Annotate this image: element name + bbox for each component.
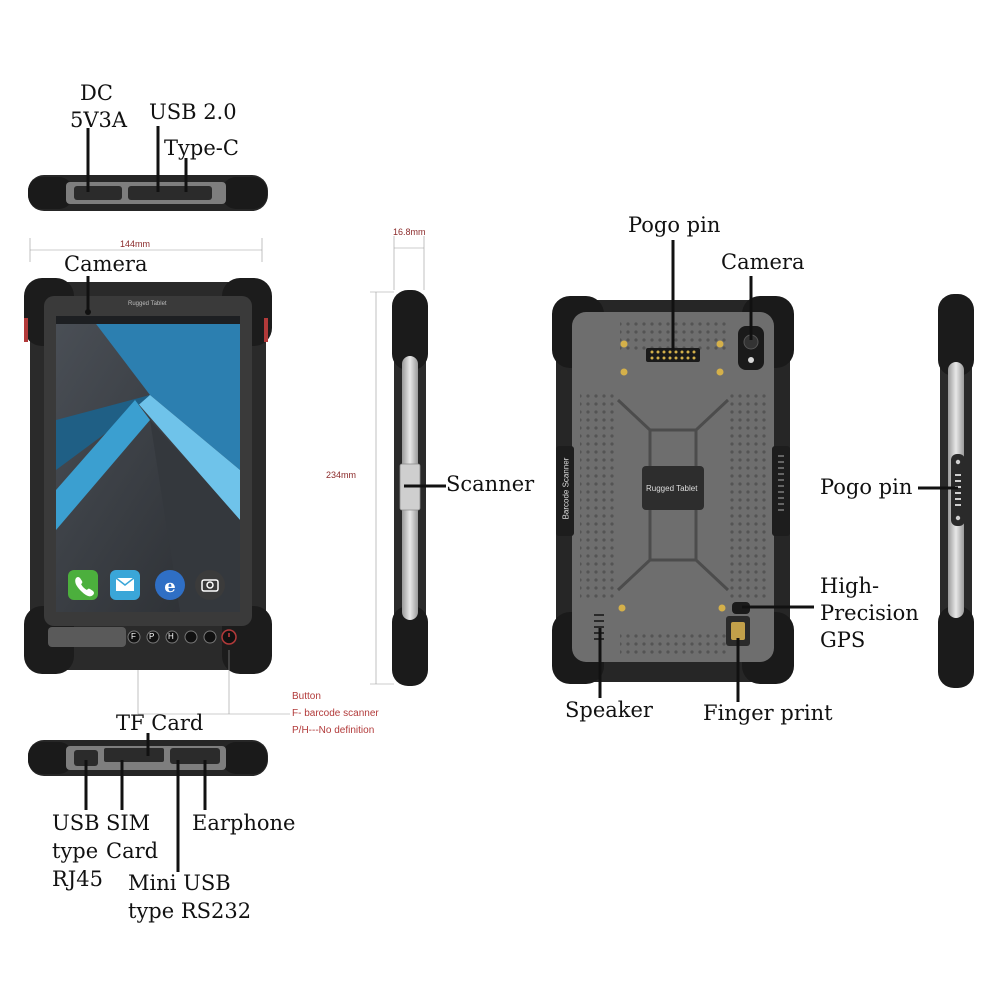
p-button — [146, 630, 160, 644]
dc-label-line1: DC — [80, 81, 113, 105]
width-dimension: 144mm — [120, 239, 151, 249]
button-note-ph: P/H---No definition — [292, 725, 375, 736]
thickness-dimension: 16.8mm — [393, 227, 426, 237]
h-button — [165, 630, 179, 644]
tf-sim-slot — [104, 748, 164, 762]
front-camera-label: Camera — [64, 252, 148, 276]
dc-port — [74, 186, 122, 200]
gps-module — [732, 602, 750, 614]
mini-usb-label-line1: Mini USB — [128, 871, 231, 895]
side-pogo-connector — [951, 454, 965, 526]
right-side-view — [918, 294, 974, 688]
front-brand-text: Rugged Tablet — [128, 301, 167, 307]
earphone-label: Earphone — [192, 811, 296, 835]
volume-down-button — [184, 630, 198, 644]
height-dimension: 234mm — [326, 470, 357, 480]
gps-label-line1: High- — [820, 574, 880, 598]
sim-label-line2: Card — [106, 839, 159, 863]
speaker-label: Speaker — [565, 698, 653, 722]
mini-usb-label-line2: type RS232 — [128, 899, 252, 923]
back-view — [552, 240, 814, 702]
usb-port — [128, 186, 212, 200]
back-logo-text: Rugged Tablet — [646, 484, 698, 493]
tf-card-label: TF Card — [116, 711, 204, 735]
side-view — [370, 236, 446, 686]
phone-icon — [68, 570, 98, 600]
side-pogo-label: Pogo pin — [820, 475, 913, 499]
fingerprint-label: Finger print — [703, 701, 833, 725]
back-logo-plate — [642, 466, 704, 510]
top-edge-view — [28, 126, 268, 211]
rs232-earphone-ports — [170, 748, 220, 764]
button-note-title: Button — [292, 691, 321, 702]
browser-icon — [155, 570, 185, 600]
usb20-label: USB 2.0 — [149, 100, 237, 124]
button-note-f: F- barcode scanner — [292, 708, 379, 719]
svg-text:e: e — [164, 576, 175, 597]
dc-label-line2: 5V3A — [70, 108, 128, 132]
back-camera-label: Camera — [721, 250, 805, 274]
back-pogo-label: Pogo pin — [628, 213, 721, 237]
camera-app-icon — [195, 570, 225, 600]
p-button-label: P — [149, 632, 155, 641]
front-view: e — [24, 238, 290, 715]
usb-rj45-label-line2: type — [52, 839, 99, 863]
h-button-label: H — [168, 632, 174, 641]
barcode-scanner-side-text: Barcode Scanner — [561, 457, 571, 520]
f-button-label: F — [131, 632, 136, 641]
usb-rj45-label-line3: RJ45 — [52, 867, 103, 891]
rj45-port — [74, 750, 98, 766]
scanner-label: Scanner — [446, 472, 535, 496]
typec-label: Type-C — [164, 136, 239, 160]
f-button — [127, 630, 141, 644]
bottom-edge-view — [28, 733, 268, 872]
gps-label-line2: Precision — [820, 601, 919, 625]
gps-label-line3: GPS — [820, 628, 866, 652]
pogo-pin-connector — [646, 348, 700, 362]
volume-up-button — [203, 630, 217, 644]
sim-label-line1: SIM — [106, 811, 151, 835]
usb-rj45-label-line1: USB — [52, 811, 100, 835]
